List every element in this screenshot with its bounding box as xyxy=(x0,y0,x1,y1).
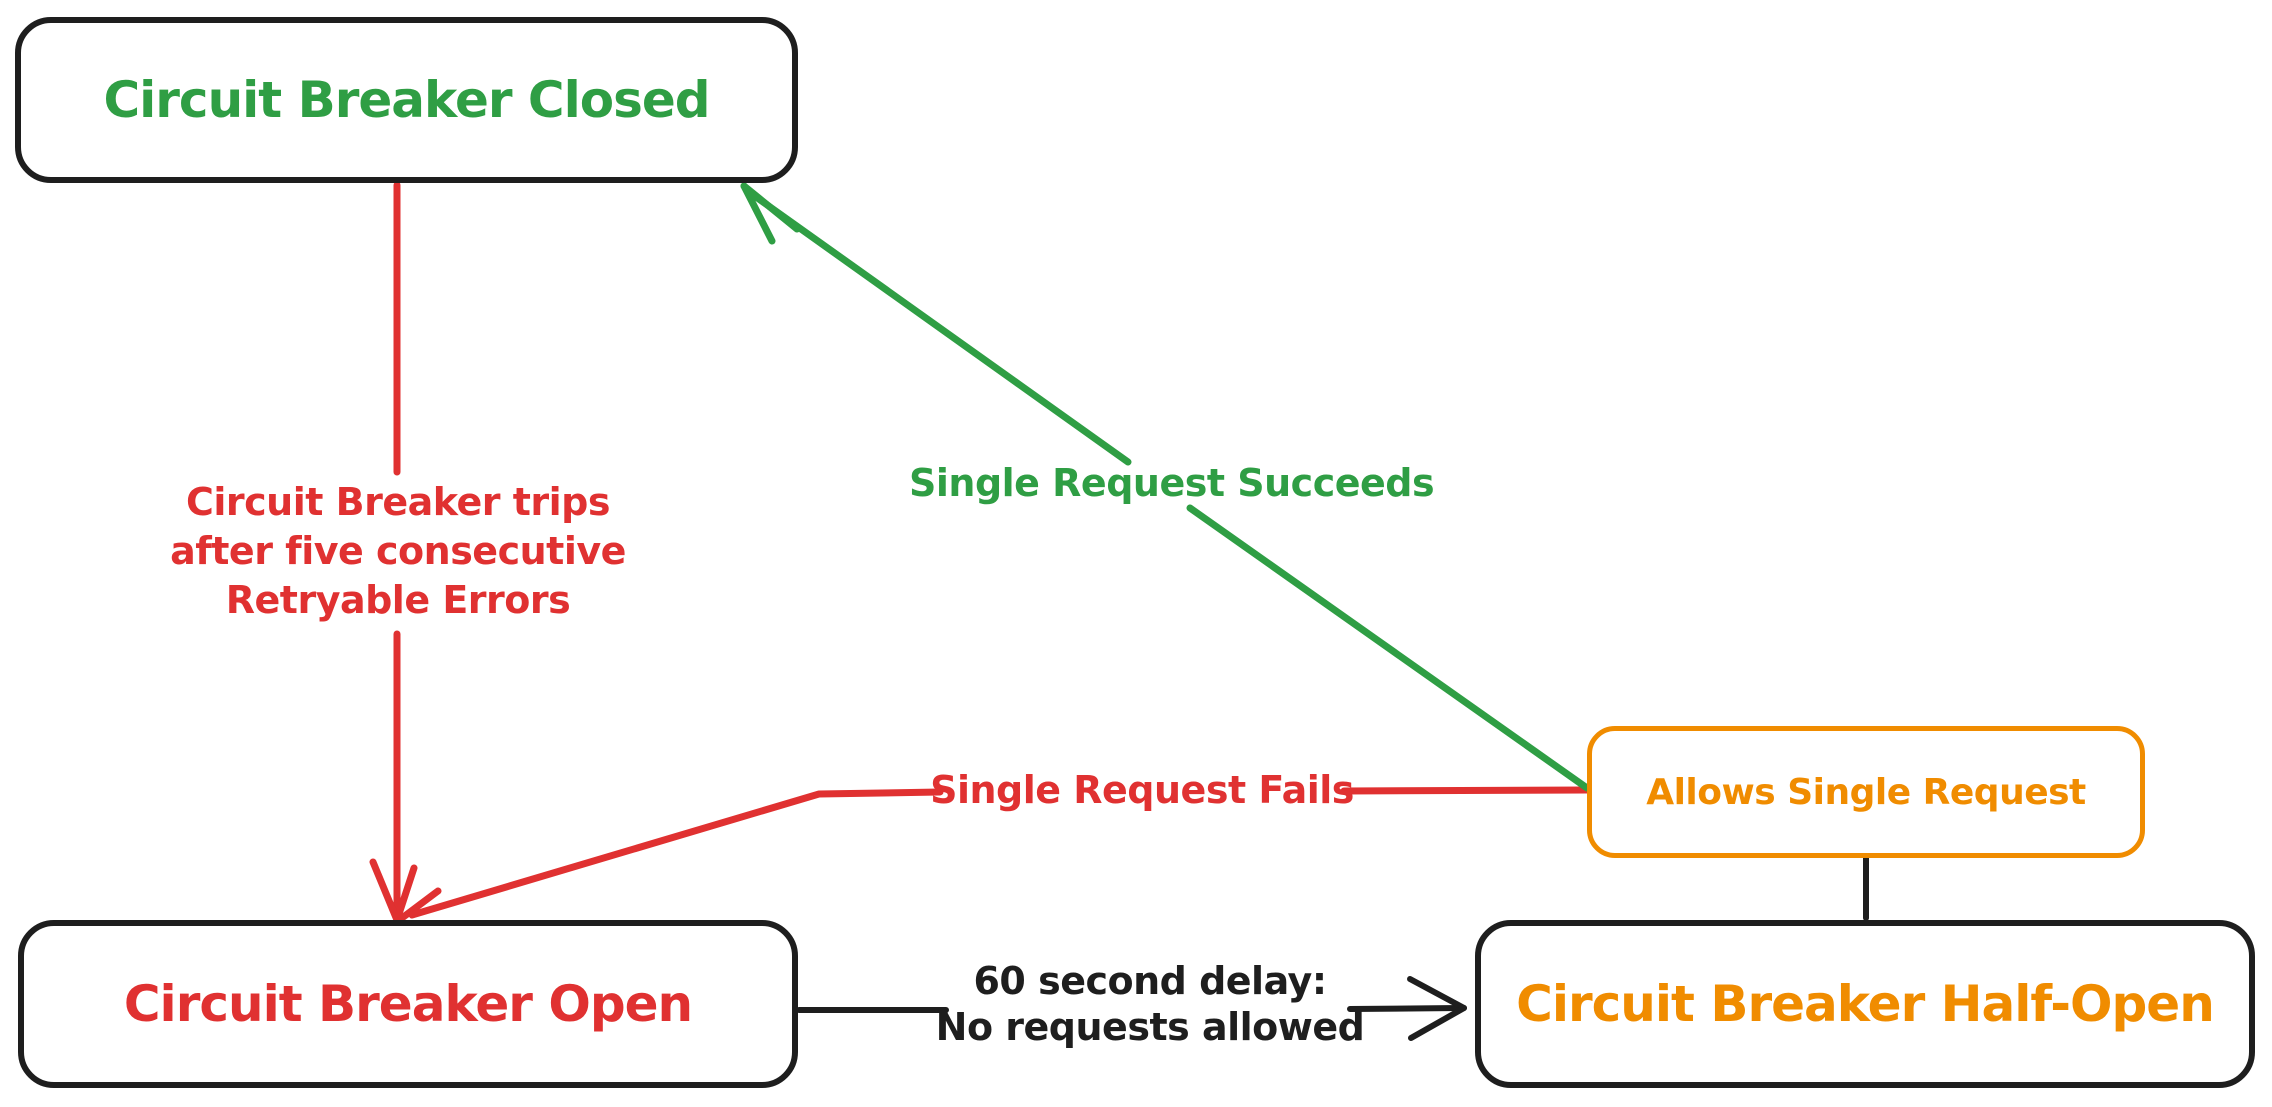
delay-edge-label-line-2: No requests allowed xyxy=(935,1005,1365,1049)
node-allows-label: Allows Single Request xyxy=(1646,771,2086,813)
node-allows-single-request: Allows Single Request xyxy=(1587,726,2145,858)
trip-edge-label-line-1: Circuit Breaker trips xyxy=(185,480,611,524)
single-request-succeeds-arrow xyxy=(740,182,1591,792)
delay-arrow xyxy=(796,976,1467,1041)
node-circuit-breaker-half-open: Circuit Breaker Half-Open xyxy=(1475,920,2255,1088)
single-request-fails-arrow xyxy=(408,786,1591,919)
trip-edge-label-line-3: Retryable Errors xyxy=(225,578,571,622)
trip-edge-label-line-2: after five consecutive xyxy=(170,529,626,573)
fails-edge-label: Single Request Fails xyxy=(930,768,1354,812)
node-circuit-breaker-closed: Circuit Breaker Closed xyxy=(15,17,798,183)
node-circuit-breaker-open: Circuit Breaker Open xyxy=(18,920,798,1088)
node-half-open-label: Circuit Breaker Half-Open xyxy=(1516,975,2215,1033)
trip-arrow xyxy=(369,181,442,925)
trip-edge-label: Circuit Breaker trips after five consecu… xyxy=(148,478,648,625)
node-closed-label: Circuit Breaker Closed xyxy=(103,71,710,129)
delay-edge-label-line-1: 60 second delay: xyxy=(973,959,1327,1003)
delay-edge-label: 60 second delay: No requests allowed xyxy=(900,958,1400,1050)
node-open-label: Circuit Breaker Open xyxy=(123,975,693,1033)
succeeds-edge-label: Single Request Succeeds xyxy=(909,461,1435,505)
